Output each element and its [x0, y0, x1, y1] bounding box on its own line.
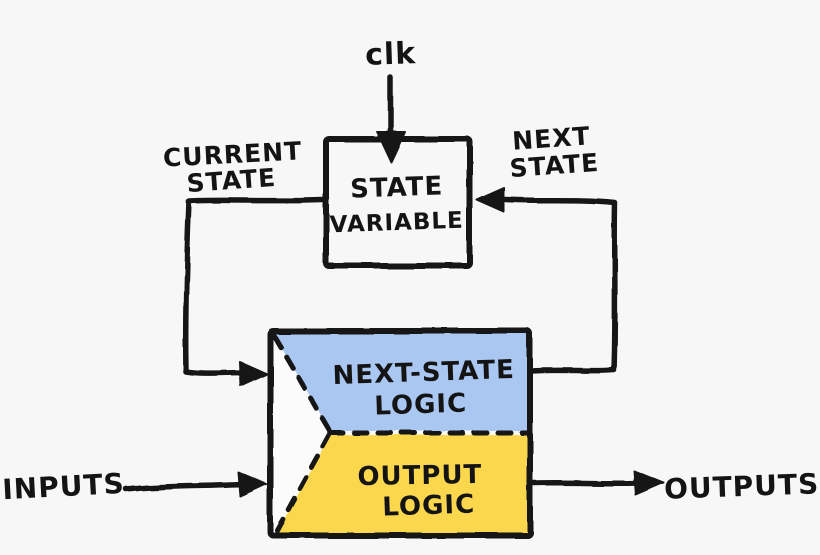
next-state-logic-region — [273, 334, 527, 431]
current-state-arrowhead — [239, 361, 268, 387]
outputs-arrowhead — [633, 470, 665, 496]
outputs-arrow-line — [531, 479, 641, 487]
inputs-label: INPUTS — [2, 467, 126, 506]
clk-arrowhead — [376, 131, 406, 163]
output-logic-region — [277, 435, 527, 532]
dashed-divider-lower-diagonal — [274, 432, 332, 533]
inputs-arrow-line — [123, 481, 245, 492]
inputs-arrowhead — [237, 471, 267, 497]
outputs-label: OUTPUTS — [664, 467, 820, 505]
output-logic-label-line2: LOGIC — [382, 489, 476, 522]
dashed-divider-upper-diagonal — [271, 333, 333, 434]
next-state-logic-label-line2: LOGIC — [374, 388, 468, 421]
current-state-label-line2: STATE — [186, 163, 277, 198]
output-logic-label-line1: OUTPUT — [357, 460, 482, 492]
current-state-path — [182, 197, 325, 377]
next-state-logic-label-line1: NEXT-STATE — [332, 355, 515, 391]
state-variable-label-line2: VARIABLE — [329, 208, 464, 239]
clk-label: clk — [365, 36, 417, 73]
state-variable-label-line1: STATE — [350, 171, 444, 204]
next-state-label-line2: STATE — [509, 148, 600, 183]
next-state-path — [503, 197, 618, 374]
next-state-label-line1: NEXT — [511, 121, 591, 155]
next-state-arrowhead — [476, 187, 505, 213]
logic-box-border — [267, 328, 533, 538]
